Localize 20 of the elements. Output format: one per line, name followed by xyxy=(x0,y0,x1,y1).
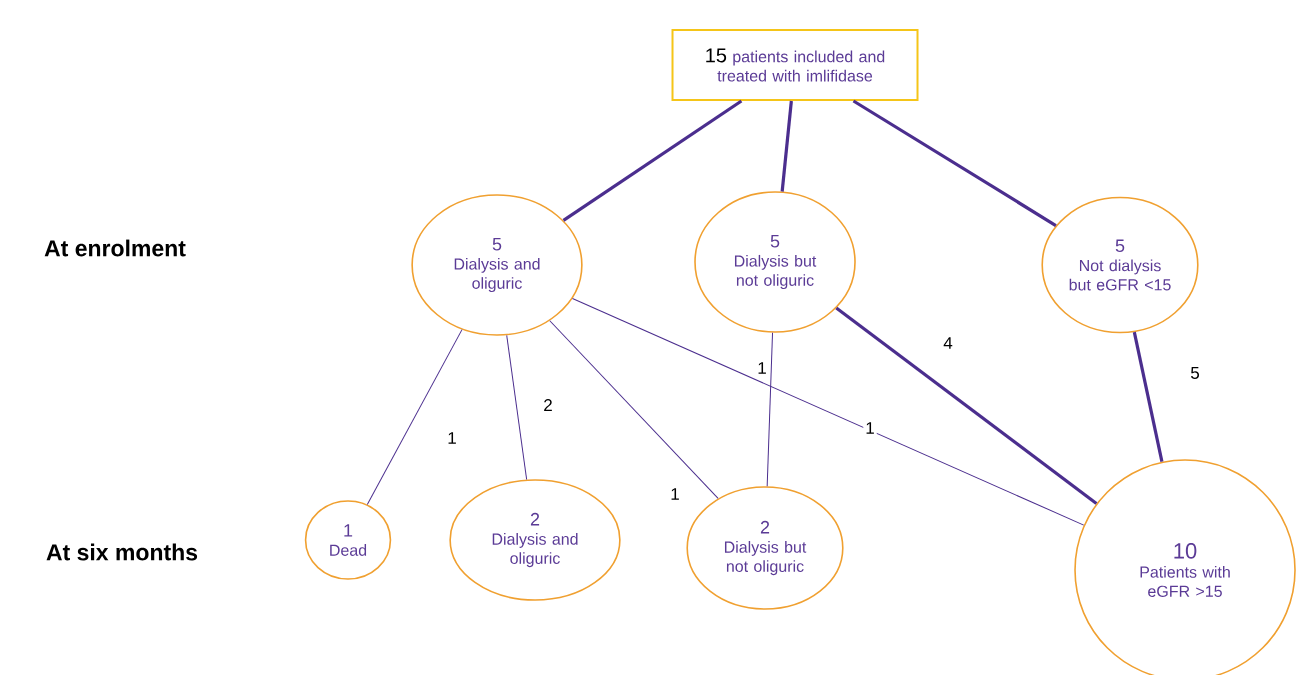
edge-label: 1 xyxy=(863,420,877,436)
edge-label: 1 xyxy=(668,486,682,502)
connector-line xyxy=(366,329,463,505)
edge-label: 2 xyxy=(541,397,555,413)
connector-line xyxy=(562,99,743,222)
row-label: At enrolment xyxy=(44,239,186,257)
connector-line xyxy=(835,306,1098,505)
title-box: 15 patients included and treated with imlifidase xyxy=(671,29,919,101)
connector-line xyxy=(780,100,793,192)
connector-line xyxy=(1132,331,1164,462)
connector-line xyxy=(549,320,719,499)
row-label: At six months xyxy=(46,543,198,561)
connector-line xyxy=(852,99,1057,227)
connector-line xyxy=(572,297,1085,526)
connector-line xyxy=(766,332,774,487)
connector-line xyxy=(506,334,528,480)
edge-label: 1 xyxy=(755,360,769,376)
edge-label: 4 xyxy=(941,335,955,351)
edge-label: 5 xyxy=(1188,365,1202,381)
edge-label: 1 xyxy=(445,430,459,446)
